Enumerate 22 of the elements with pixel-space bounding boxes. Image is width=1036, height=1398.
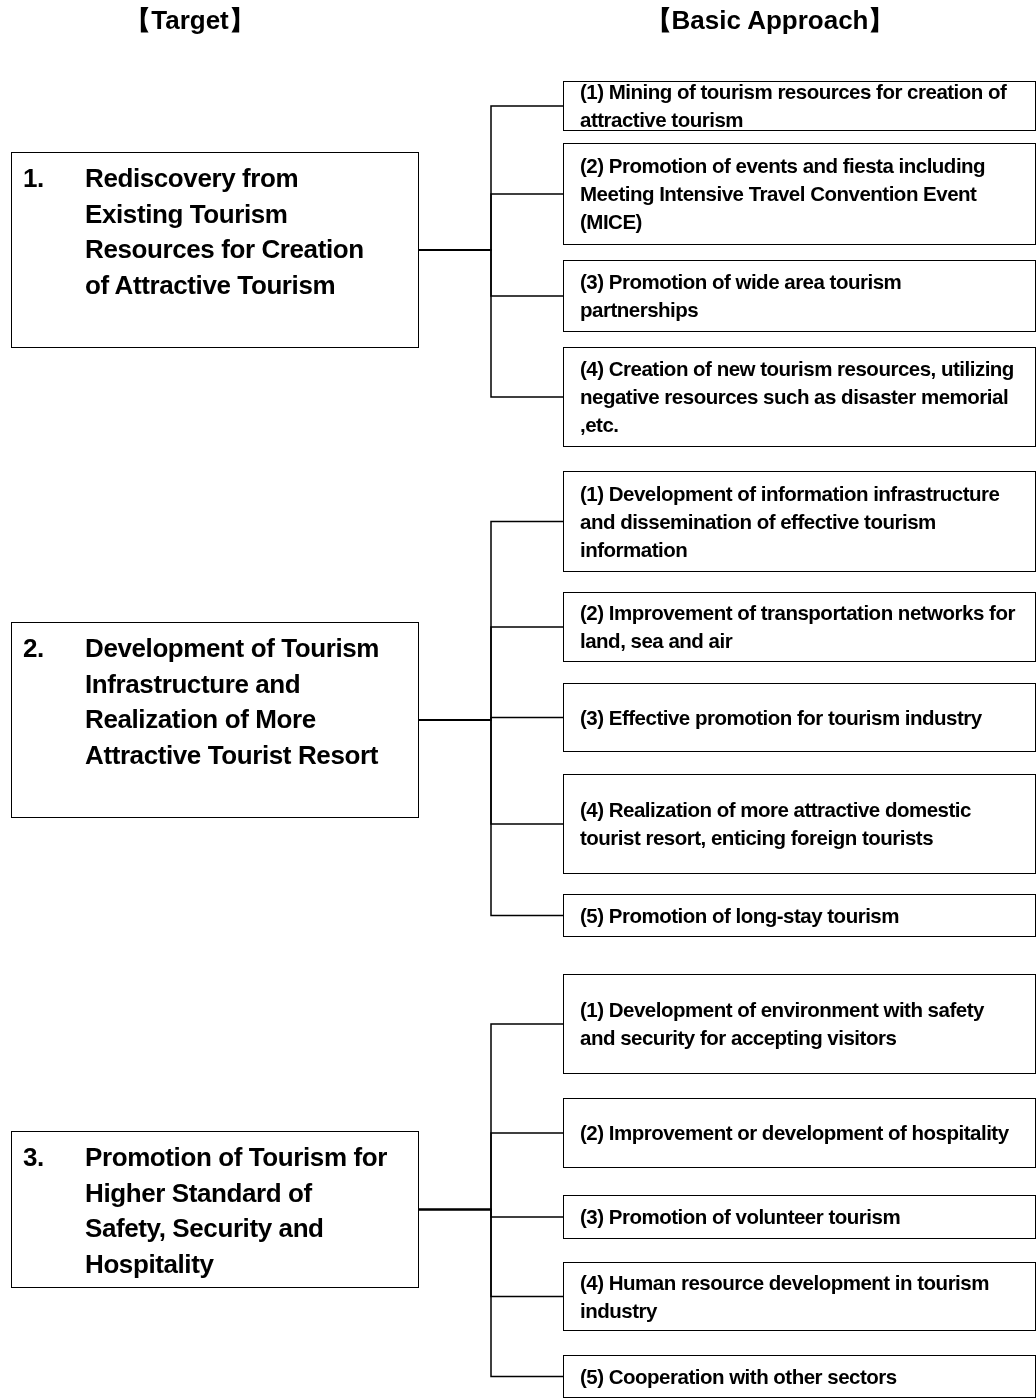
approach-box: (5) Cooperation with other sectors	[563, 1355, 1036, 1398]
column-heading: 【Basic Approach】	[644, 4, 896, 37]
connector-line	[418, 719, 564, 917]
connector-line	[418, 249, 564, 398]
approach-box: (1) Mining of tourism resources for creation of attractive tourism	[563, 81, 1036, 131]
approach-box: (4) Human resource development in tourism industry	[563, 1262, 1036, 1331]
approach-box: (5) Promotion of long-stay tourism	[563, 894, 1036, 937]
approach-box: (4) Creation of new tourism resources, utilizing negative resources such as disaster memorial ,etc.	[563, 347, 1036, 447]
approach-box: (4) Realization of more attractive domestic tourist resort, enticing foreign tourists	[563, 774, 1036, 874]
column-heading: 【Target】	[124, 4, 256, 37]
approach-box: (1) Development of environment with safety and security for accepting visitors	[563, 974, 1036, 1074]
target-box: 1. Rediscovery from Existing Tourism Resources for Creation of Attractive Tourism	[11, 152, 419, 348]
target-box: 2. Development of Tourism Infrastructure and Realization of More Attractive Tourist Resort	[11, 622, 419, 818]
approach-box: (3) Promotion of volunteer tourism	[563, 1195, 1036, 1239]
approach-box: (1) Development of information infrastructure and dissemination of effective tourism information	[563, 471, 1036, 572]
approach-box: (2) Promotion of events and fiesta including Meeting Intensive Travel Convention Event (MICE)	[563, 143, 1036, 245]
connector-line	[418, 1208, 564, 1378]
approach-box: (3) Promotion of wide area tourism partnerships	[563, 260, 1036, 332]
target-box: 3. Promotion of Tourism for Higher Standard of Safety, Security and Hospitality	[11, 1131, 419, 1288]
approach-box: (2) Improvement or development of hospitality	[563, 1098, 1036, 1168]
approach-box: (3) Effective promotion for tourism industry	[563, 683, 1036, 752]
approach-box: (2) Improvement of transportation networks for land, sea and air	[563, 592, 1036, 662]
